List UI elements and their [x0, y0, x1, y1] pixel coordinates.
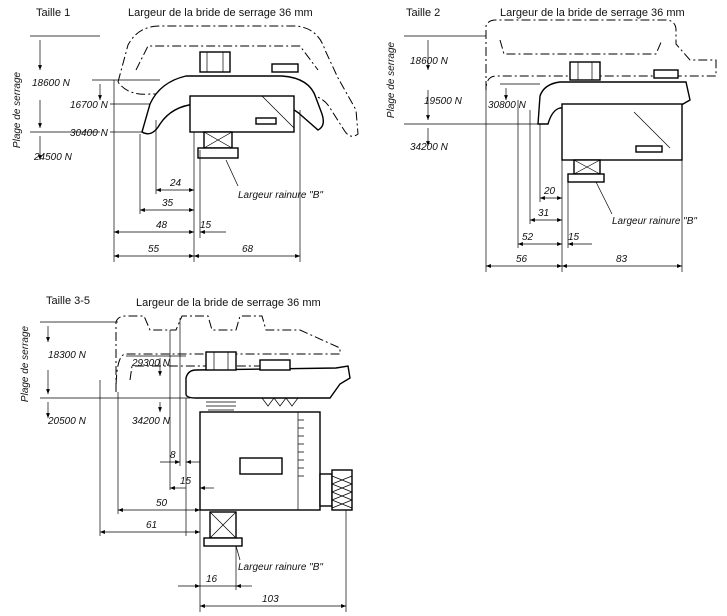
taille-2-force-2: 19500 N	[424, 96, 463, 107]
taille-3-5-knurled-knob	[331, 469, 353, 511]
taille-3-5-dim-2: 15	[180, 476, 192, 487]
taille-1-dim-6: 68	[242, 244, 254, 255]
taille-2-dim-3: 52	[522, 232, 534, 243]
taille-3-5-force-1: 18300 N	[48, 350, 87, 361]
taille-3-5-view: Taille 3-5 Largeur de la bride de serrag…	[20, 295, 353, 612]
taille-1-header: Largeur de la bride de serrage 36 mm	[128, 7, 313, 19]
taille-1-view: Taille 1 Largeur de la bride de serrage …	[12, 7, 359, 262]
taille-2-groove-label: Largeur rainure "B"	[612, 216, 697, 227]
taille-2-dim-5: 56	[516, 254, 528, 265]
taille-1-force-4: 24500 N	[33, 152, 73, 163]
taille-2-force-4: 34200 N	[410, 142, 449, 153]
taille-3-5-dim-3: 50	[156, 498, 168, 509]
taille-1-dim-2: 35	[162, 198, 174, 209]
taille-2-dim-1: 20	[543, 186, 556, 197]
taille-3-5-groove-label: Largeur rainure "B"	[238, 562, 323, 573]
taille-3-5-force-3: 20500 N	[47, 416, 87, 427]
taille-3-5-header: Largeur de la bride de serrage 36 mm	[136, 297, 321, 309]
taille-3-5-plage-label: Plage de serrage	[20, 325, 31, 402]
taille-3-5-force-2: 29300 N	[131, 358, 171, 369]
taille-2-dim-2: 31	[538, 208, 549, 219]
taille-1-body	[189, 95, 295, 133]
taille-2-dim-6: 83	[616, 254, 628, 265]
taille-2-force-3: 30800 N	[488, 100, 527, 111]
taille-1-dim-3: 48	[156, 220, 168, 231]
taille-2-clamp-jaw	[537, 81, 691, 125]
taille-1-groove-label: Largeur rainure "B"	[238, 190, 323, 201]
taille-3-5-dim-4: 61	[146, 520, 157, 531]
taille-2-force-1: 18600 N	[410, 56, 449, 67]
taille-1-dim-4: 15	[200, 220, 212, 231]
taille-2-dim-4: 15	[568, 232, 580, 243]
taille-2-title: Taille 2	[406, 7, 440, 19]
taille-1-plage-label: Plage de serrage	[12, 71, 23, 148]
taille-1-title: Taille 1	[36, 7, 70, 19]
taille-2-clamp-upper-position	[485, 19, 717, 91]
taille-2-plage-label: Plage de serrage	[386, 41, 397, 118]
taille-1-clamp-jaw	[141, 75, 325, 135]
taille-2-body	[561, 103, 683, 161]
taille-3-5-dim-5: 16	[206, 574, 218, 585]
taille-3-5-clamp-upper-position	[115, 315, 341, 393]
taille-1-force-2: 16700 N	[70, 100, 109, 111]
taille-3-5-dim-6: 103	[262, 594, 279, 605]
taille-1-force-1: 18600 N	[32, 78, 71, 89]
taille-3-5-force-4: 34200 N	[132, 416, 171, 427]
taille-2-header: Largeur de la bride de serrage 36 mm	[500, 7, 685, 19]
taille-1-force-3: 30400 N	[70, 128, 109, 139]
taille-3-5-knob-collar	[319, 473, 333, 507]
taille-3-5-bolt-head	[205, 351, 237, 371]
taille-1-dim-5: 55	[148, 244, 160, 255]
taille-2-bolt-head	[569, 61, 601, 81]
taille-3-5-title: Taille 3-5	[46, 295, 90, 307]
taille-3-5-clamp-jaw	[185, 365, 351, 399]
taille-3-5-dim-1: 8	[170, 450, 176, 461]
taille-1-dim-1: 24	[169, 178, 182, 189]
taille-1-bolt-head	[199, 51, 231, 73]
taille-2-view: Taille 2 Largeur de la bride de serrage …	[386, 7, 717, 272]
